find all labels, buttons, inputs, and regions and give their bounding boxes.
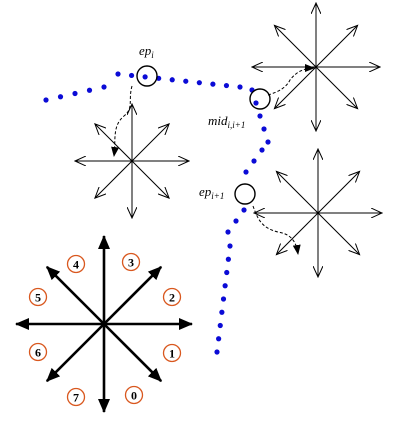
- ep-i-plus-1-point-ring: [234, 183, 256, 205]
- direction-arrow: [315, 66, 358, 109]
- svg-text:3: 3: [128, 256, 134, 270]
- direction-code-0: 0: [124, 385, 144, 405]
- svg-text:7: 7: [73, 391, 79, 405]
- direction-arrow: [317, 171, 360, 214]
- contour-dot: [216, 336, 222, 342]
- contour-dot: [259, 147, 265, 153]
- direction-codes: 0 1 2 3 4 5 6 7: [28, 252, 182, 407]
- mid-label: midi,i+1: [208, 113, 245, 130]
- direction-arrow: [131, 160, 169, 198]
- ep-i-plus-1-pointer-arrow: [252, 205, 301, 255]
- contour-dot: [196, 80, 202, 86]
- mid-point-ring: [249, 88, 271, 110]
- direction-code-1: 1: [162, 343, 182, 363]
- contour-dot: [223, 82, 230, 89]
- contour-dot: [72, 90, 78, 97]
- direction-arrow: [103, 323, 163, 383]
- direction-star-reference: [15, 235, 193, 413]
- contour-dot: [169, 77, 175, 83]
- svg-text:4: 4: [73, 258, 79, 272]
- contour-dot: [220, 296, 227, 302]
- direction-code-4: 4: [66, 254, 86, 274]
- svg-text:5: 5: [35, 291, 41, 305]
- contour-dot-path: [43, 71, 271, 355]
- contour-dot: [225, 256, 231, 262]
- direction-code-5: 5: [28, 287, 48, 307]
- contour-dot: [233, 218, 239, 224]
- contour-dot: [253, 100, 259, 106]
- contour-dot: [43, 97, 49, 103]
- svg-text:2: 2: [169, 291, 175, 305]
- contour-dot: [57, 94, 64, 100]
- direction-code-7: 7: [66, 387, 86, 407]
- contour-dot: [86, 87, 93, 93]
- direction-star-lower-right: [254, 149, 382, 277]
- direction-arrow: [95, 160, 133, 198]
- contour-dot: [222, 283, 228, 289]
- contour-dot: [214, 349, 220, 355]
- contour-dot: [217, 322, 223, 329]
- direction-arrow: [103, 265, 163, 325]
- contour-dot: [219, 309, 225, 315]
- svg-text:0: 0: [131, 389, 137, 403]
- contour-dot: [227, 243, 233, 249]
- contour-dot: [142, 74, 148, 80]
- contour-dot: [237, 84, 243, 90]
- contour-dot: [241, 207, 247, 213]
- ep-i-point-ring: [136, 65, 158, 87]
- direction-arrow: [274, 66, 317, 109]
- direction-arrow: [45, 323, 105, 383]
- direction-arrow: [45, 265, 105, 325]
- direction-code-6: 6: [28, 342, 48, 362]
- direction-arrow: [317, 212, 360, 255]
- direction-arrow: [276, 171, 319, 214]
- contour-dot: [128, 72, 135, 79]
- contour-dot: [261, 126, 267, 132]
- contour-dot: [251, 158, 257, 164]
- contour-dot: [210, 81, 216, 87]
- direction-arrow: [131, 124, 169, 162]
- direction-arrow: [95, 124, 133, 162]
- direction-star-middle-left: [75, 104, 189, 218]
- contour-dot: [257, 113, 263, 119]
- contour-dot: [115, 71, 121, 77]
- mid-pointer-arrow: [267, 64, 315, 96]
- contour-dot: [225, 229, 231, 235]
- contour-dot: [265, 139, 271, 145]
- contour-dot: [224, 269, 230, 276]
- svg-text:6: 6: [35, 346, 41, 360]
- direction-star-upper-right: [252, 3, 380, 131]
- ep-i-plus-1-label: epi+1: [199, 184, 224, 201]
- direction-arrow: [315, 25, 358, 68]
- contour-dot: [243, 169, 249, 175]
- contour-dot: [183, 78, 189, 84]
- contour-dot: [101, 84, 107, 90]
- direction-arrow: [276, 212, 319, 255]
- direction-code-2: 2: [162, 287, 182, 307]
- direction-code-3: 3: [121, 252, 141, 272]
- svg-text:1: 1: [169, 347, 175, 361]
- ep-i-pointer-arrow: [111, 85, 133, 157]
- ep-i-label: epi: [139, 43, 154, 60]
- direction-arrow: [274, 25, 317, 68]
